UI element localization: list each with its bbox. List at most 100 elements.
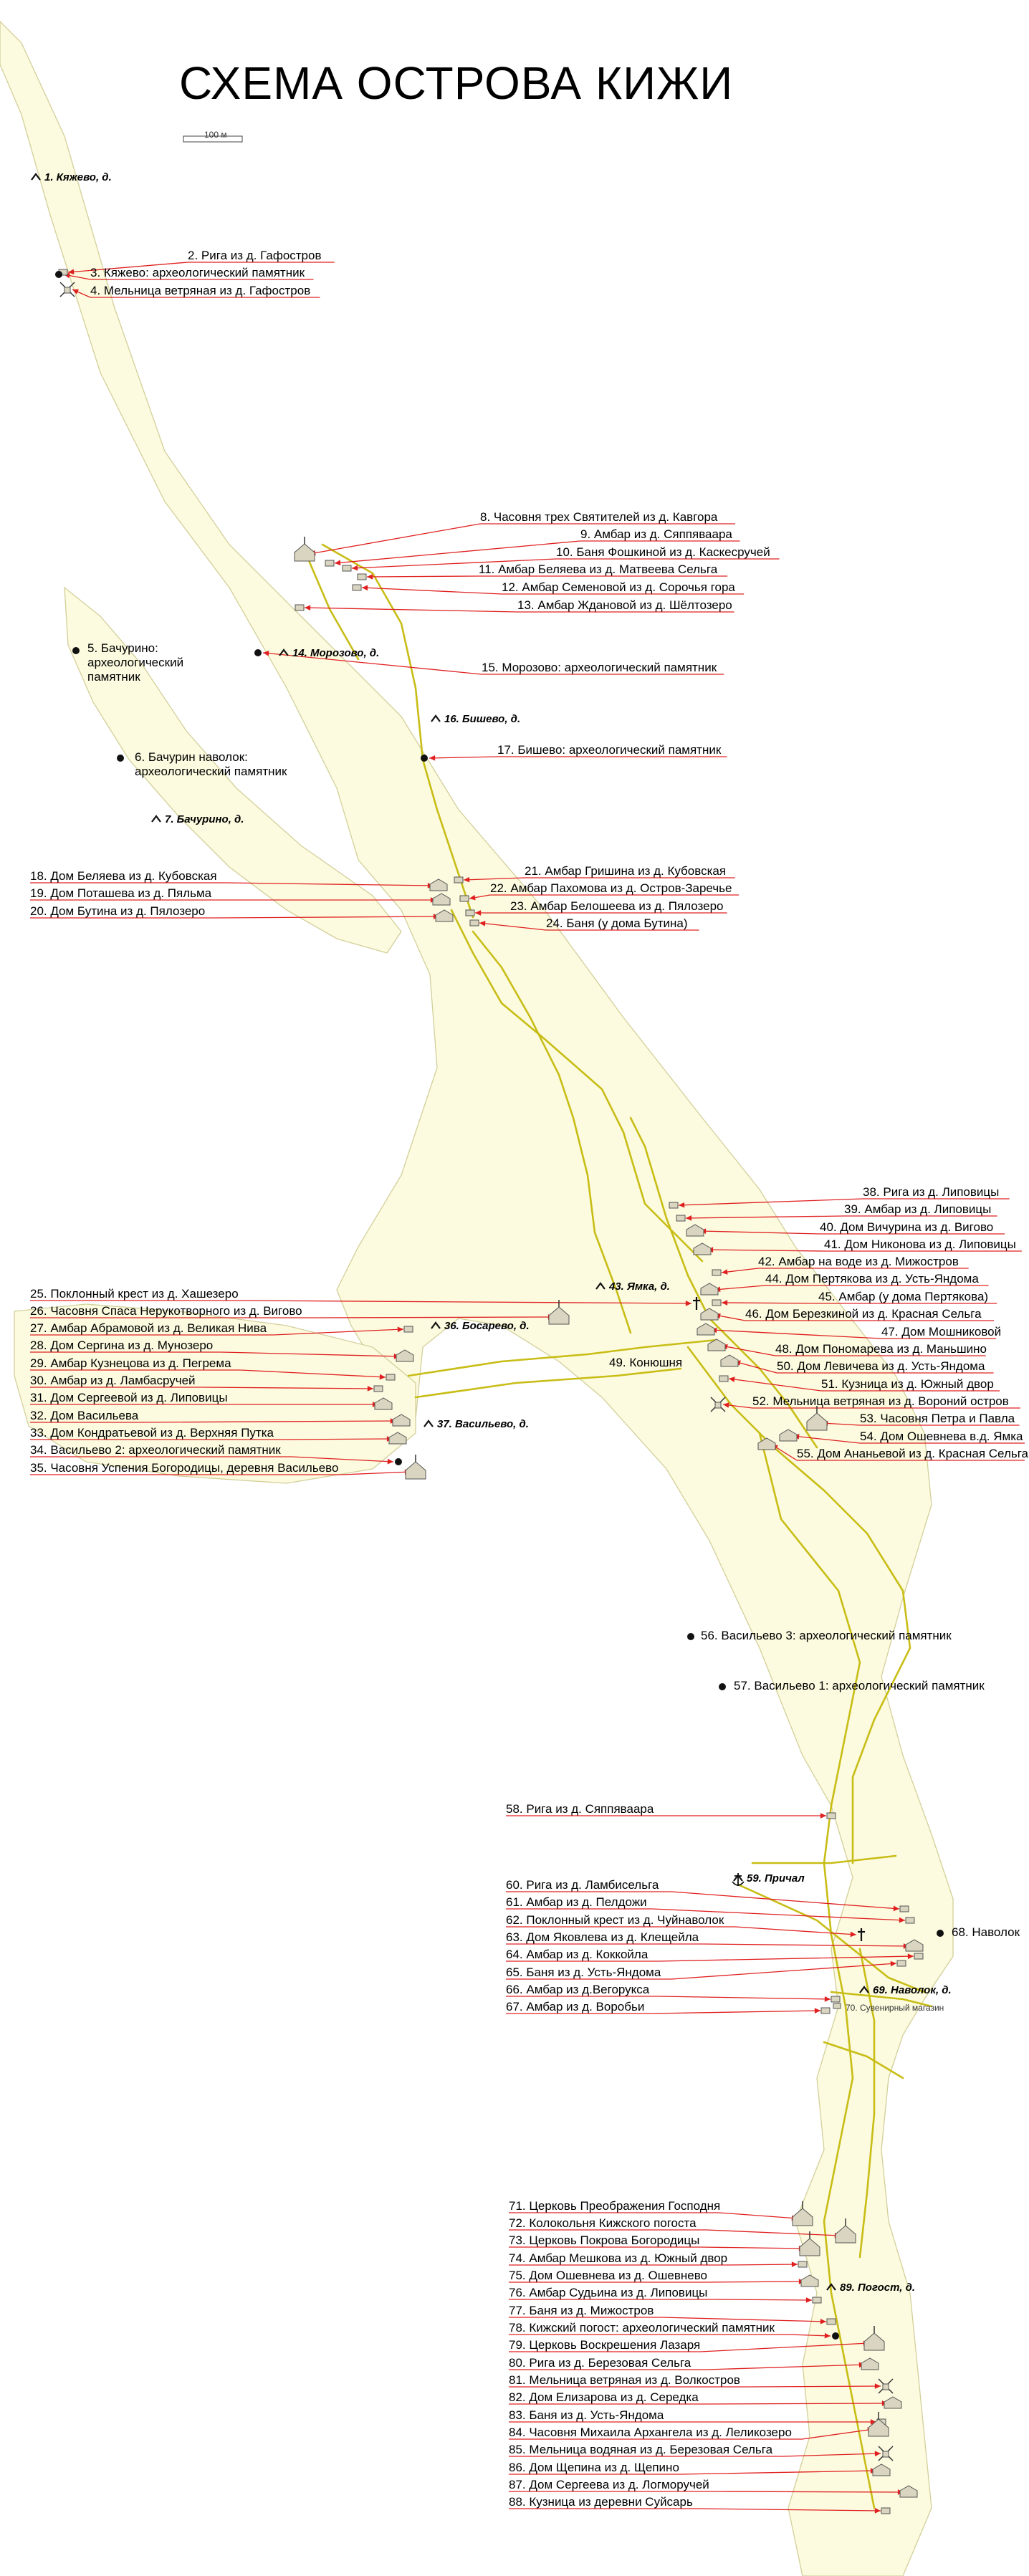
house-icon-55[interactable]: [757, 1437, 776, 1450]
building-icon-29[interactable]: [386, 1374, 396, 1381]
archaeological-dot-56[interactable]: [687, 1633, 694, 1640]
object-label-18[interactable]: 18. Дом Беляева из д. Кубовская: [30, 869, 217, 883]
object-label-20[interactable]: 20. Дом Бутина из д. Пялозеро: [30, 904, 205, 918]
object-label-67[interactable]: 67. Амбар из д. Воробьи: [506, 2000, 644, 2014]
church-icon-72[interactable]: [835, 2218, 856, 2244]
village-69[interactable]: 69. Наволок, д.: [859, 1984, 952, 1996]
object-label-10[interactable]: 10. Баня Фошкиной из д. Каскесручей: [556, 545, 770, 559]
object-label-83[interactable]: 83. Баня из д. Усть-Яндома: [509, 2408, 664, 2422]
building-icon-22[interactable]: [459, 895, 469, 902]
object-label-48[interactable]: 48. Дом Пономарева из д. Маньшино: [775, 1342, 987, 1356]
church-icon-79[interactable]: [863, 2326, 885, 2351]
building-icon-58[interactable]: [826, 1812, 836, 1819]
object-label-12[interactable]: 12. Амбар Семеновой из д. Сорочья гора: [502, 580, 735, 594]
object-label-33[interactable]: 33. Дом Кондратьевой из д. Верхняя Путка: [30, 1426, 274, 1440]
object-label-8[interactable]: 8. Часовня трех Святителей из д. Кавгора: [480, 510, 718, 524]
object-label-11[interactable]: 11. Амбар Беляева из д. Матвеева Сельга: [479, 562, 718, 576]
object-label-82[interactable]: 82. Дом Елизарова из д. Середка: [509, 2390, 699, 2404]
building-icon-42[interactable]: [712, 1269, 722, 1276]
building-icon-12[interactable]: [352, 584, 362, 591]
village-37[interactable]: 37. Васильево, д.: [423, 1418, 529, 1430]
object-label-63[interactable]: 63. Дом Яковлева из д. Клещейла: [506, 1930, 699, 1944]
building-icon-67[interactable]: [820, 2007, 831, 2014]
building-icon-61[interactable]: [905, 1917, 915, 1924]
object-label-81[interactable]: 81. Мельница ветряная из д. Волкостров: [509, 2373, 740, 2387]
house-icon-75[interactable]: [800, 2274, 819, 2287]
building-icon-77[interactable]: [826, 2318, 836, 2325]
object-label-61[interactable]: 61. Амбар из д. Пелдожи: [506, 1895, 647, 1909]
object-label-50[interactable]: 50. Дом Левичева из д. Усть-Яндома: [777, 1359, 985, 1373]
object-label-60[interactable]: 60. Рига из д. Ламбисельга: [506, 1878, 659, 1892]
object-label-58[interactable]: 58. Рига из д. Сяппяваара: [506, 1802, 654, 1816]
object-label-3[interactable]: 3. Кяжево: археологический памятник: [90, 266, 305, 279]
house-icon-47[interactable]: [697, 1323, 715, 1336]
house-icon-86[interactable]: [872, 2464, 891, 2476]
object-label-25[interactable]: 25. Поклонный крест из д. Хашезеро: [30, 1287, 239, 1301]
building-icon-13[interactable]: [295, 604, 305, 611]
archaeological-dot-78[interactable]: [832, 2332, 839, 2340]
church-icon-53[interactable]: [806, 1406, 828, 1431]
house-icon-80[interactable]: [861, 2357, 879, 2370]
archaeological-dot-3[interactable]: [55, 271, 62, 278]
building-icon-39[interactable]: [676, 1215, 686, 1222]
archaeological-dot-5[interactable]: [72, 647, 80, 654]
village-1[interactable]: 1. Кяжево, д.: [31, 171, 112, 183]
windmill-icon-4[interactable]: [59, 282, 75, 297]
village-43[interactable]: 43. Ямка, д.: [595, 1280, 670, 1293]
building-icon-60[interactable]: [899, 1905, 909, 1912]
house-icon-50[interactable]: [720, 1354, 739, 1367]
house-icon-28[interactable]: [396, 1349, 414, 1362]
building-icon-9[interactable]: [325, 560, 335, 567]
house-icon-18[interactable]: [429, 878, 448, 891]
object-label-19[interactable]: 19. Дом Поташева из д. Пяльма: [30, 886, 212, 900]
church-icon-26[interactable]: [548, 1300, 570, 1325]
house-icon-54[interactable]: [779, 1429, 798, 1442]
building-icon-45[interactable]: [712, 1299, 722, 1306]
building-icon-74[interactable]: [798, 2261, 808, 2268]
object-label-54[interactable]: 54. Дом Ошевнева в.д. Ямка: [860, 1430, 1023, 1443]
village-16[interactable]: 16. Бишево, д.: [431, 713, 520, 725]
object-label-78[interactable]: 78. Кижский погост: археологический памя…: [509, 2321, 775, 2335]
object-label-44[interactable]: 44. Дом Пертякова из д. Усть-Яндома: [765, 1272, 979, 1285]
object-label-39[interactable]: 39. Амбар из д. Липовицы: [844, 1202, 991, 1216]
object-label-62[interactable]: 62. Поклонный крест из д. Чуйнаволок: [506, 1913, 724, 1927]
object-label-53[interactable]: 53. Часовня Петра и Павла: [860, 1412, 1015, 1425]
village-14[interactable]: 14. Морозово, д.: [279, 647, 379, 659]
object-label-24[interactable]: 24. Баня (у дома Бутина): [546, 916, 687, 930]
church-icon-35[interactable]: [405, 1455, 426, 1480]
house-icon-41[interactable]: [693, 1242, 712, 1255]
souvenir-shop-marker[interactable]: [833, 2003, 841, 2009]
church-icon-71[interactable]: [792, 2201, 813, 2226]
object-label-51[interactable]: 51. Кузница из д. Южный двор: [821, 1377, 994, 1391]
object-label-35[interactable]: 35. Часовня Успения Богородицы, деревня …: [30, 1461, 338, 1475]
house-icon-63[interactable]: [905, 1939, 924, 1952]
object-label-42[interactable]: 42. Амбар на воде из д. Мижостров: [758, 1255, 959, 1268]
object-label-75[interactable]: 75. Дом Ошевнева из д. Ошевнево: [509, 2269, 707, 2282]
church-icon-8[interactable]: [294, 537, 315, 562]
building-icon-88[interactable]: [881, 2507, 891, 2514]
building-icon-11[interactable]: [357, 573, 367, 580]
object-label-88[interactable]: 88. Кузница из деревни Суйсарь: [509, 2495, 693, 2509]
house-icon-40[interactable]: [686, 1224, 704, 1237]
building-icon-21[interactable]: [454, 876, 464, 884]
windmill-icon-52[interactable]: [710, 1397, 726, 1412]
object-label-80[interactable]: 80. Рига из д. Березовая Сельга: [509, 2356, 691, 2370]
house-icon-32[interactable]: [392, 1414, 411, 1427]
house-icon-46[interactable]: [700, 1308, 719, 1321]
church-icon-73[interactable]: [799, 2231, 820, 2256]
object-label-77[interactable]: 77. Баня из д. Мижостров: [509, 2304, 654, 2317]
object-label-85[interactable]: 85. Мельница водяная из д. Березовая Сел…: [509, 2443, 773, 2456]
object-label-21[interactable]: 21. Амбар Гришина из д. Кубовская: [525, 864, 726, 878]
object-label-84[interactable]: 84. Часовня Михаила Архангела из д. Лели…: [509, 2426, 792, 2439]
object-label-65[interactable]: 65. Баня из д. Усть-Яндома: [506, 1965, 661, 1979]
building-icon-64[interactable]: [914, 1953, 924, 1960]
object-label-64[interactable]: 64. Амбар из д. Коккойла: [506, 1948, 648, 1961]
object-label-41[interactable]: 41. Дом Никонова из д. Липовицы: [824, 1237, 1016, 1251]
object-label-27[interactable]: 27. Амбар Абрамовой из д. Великая Нива: [30, 1321, 267, 1335]
building-icon-38[interactable]: [669, 1202, 679, 1209]
object-label-86[interactable]: 86. Дом Щепина из д. Щепино: [509, 2461, 679, 2474]
object-label-34[interactable]: 34. Васильево 2: археологический памятни…: [30, 1443, 281, 1457]
object-label-45[interactable]: 45. Амбар (у дома Пертякова): [818, 1290, 988, 1303]
building-icon-10[interactable]: [342, 565, 352, 572]
house-icon-19[interactable]: [432, 893, 451, 906]
